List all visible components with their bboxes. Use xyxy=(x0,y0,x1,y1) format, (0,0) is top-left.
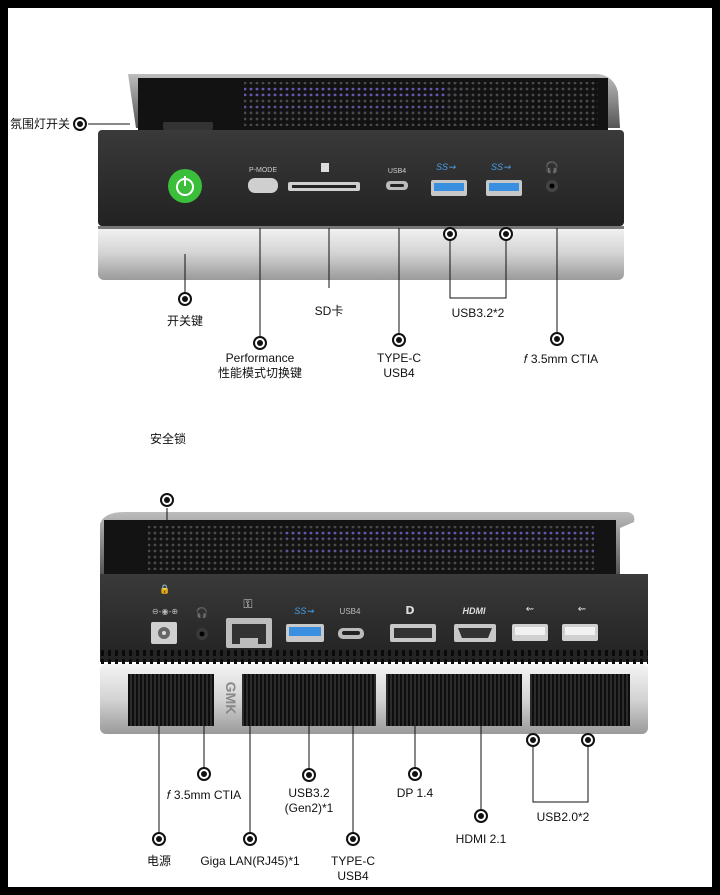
front-metal-base xyxy=(98,226,624,280)
back-panel xyxy=(100,574,648,662)
network-icon: ⚿ xyxy=(243,597,252,611)
callout-security-lock: 安全锁 xyxy=(149,432,186,446)
back-view: 🔒 ⊖-◉-⊕ 🎧 ⚿ SS⇝ USB4 D HDMI ⇜ ⇜ xyxy=(100,493,648,846)
callout-power-back: 电源 xyxy=(146,854,171,868)
displayport-icon: D xyxy=(405,604,414,617)
pmode-label: P-MODE xyxy=(249,167,277,174)
vent-1 xyxy=(128,674,214,726)
headphone-icon-back: 🎧 xyxy=(196,606,208,619)
front-panel xyxy=(98,130,624,226)
vent-3 xyxy=(386,674,522,726)
ss-usb-icon-back: SS⇝ xyxy=(294,606,314,616)
dc-polarity-icon: ⊖-◉-⊕ xyxy=(152,607,178,616)
hdmi-logo: HDMI xyxy=(463,606,486,616)
callout-typec-front: TYPE-C USB4 xyxy=(359,351,439,381)
headphone-icon: 🎧 xyxy=(545,161,559,174)
callout-typec-back-line1: TYPE-C xyxy=(330,854,375,868)
callout-typec-back-line2: USB4 xyxy=(337,869,369,883)
ss-usb-icon: SS⇝ xyxy=(436,162,456,172)
usb-icon-1: ⇜ xyxy=(526,604,534,615)
port-diagram: 🎧 SS⇝ SS⇝ xyxy=(73,74,648,846)
callout-performance-line2: 性能模式切换键 xyxy=(217,366,302,380)
usb4-label-back: USB4 xyxy=(340,607,361,616)
callout-typec-front-line2: USB4 xyxy=(383,366,415,380)
callout-usb20: USB2.0*2 xyxy=(536,810,590,824)
ss-usb-icon-2: SS⇝ xyxy=(491,162,511,172)
lock-icon: 🔒 xyxy=(159,584,170,595)
sd-card-icon xyxy=(321,163,329,172)
callout-usb32-back-line2: (Gen2)*1 xyxy=(284,801,334,815)
vent-2 xyxy=(242,674,376,726)
callout-lan: Giga LAN(RJ45)*1 xyxy=(200,854,300,868)
usb4-label-front: USB4 xyxy=(388,168,406,175)
callout-audio-front: 𝑓 3.5mm CTIA xyxy=(523,352,599,366)
front-view: 🎧 SS⇝ SS⇝ xyxy=(73,74,624,350)
callout-ambient-switch: 氛围灯开关 xyxy=(10,117,71,131)
page-frame: 🎧 SS⇝ SS⇝ xyxy=(8,8,712,887)
vent-4 xyxy=(530,674,630,726)
callout-usb32-front: USB3.2*2 xyxy=(451,306,505,320)
callout-typec-back: TYPE-C USB4 xyxy=(318,854,388,884)
callout-audio-back: 𝑓 3.5mm CTIA xyxy=(166,788,242,802)
gmk-logo: GMK xyxy=(223,682,239,715)
callout-performance-line1: Performance xyxy=(225,351,295,365)
pmode-button xyxy=(248,178,278,193)
callout-sd: SD卡 xyxy=(314,304,344,318)
callout-performance: Performance 性能模式切换键 xyxy=(200,351,320,381)
callout-dp: DP 1.4 xyxy=(396,786,434,800)
callout-usb32-back: USB3.2 (Gen2)*1 xyxy=(274,786,344,816)
callout-usb32-back-line1: USB3.2 xyxy=(288,786,330,800)
usb-icon-2: ⇜ xyxy=(578,604,586,615)
callout-hdmi: HDMI 2.1 xyxy=(455,832,507,846)
callout-power-key: 开关键 xyxy=(166,314,203,328)
callout-typec-front-line1: TYPE-C xyxy=(376,351,421,365)
